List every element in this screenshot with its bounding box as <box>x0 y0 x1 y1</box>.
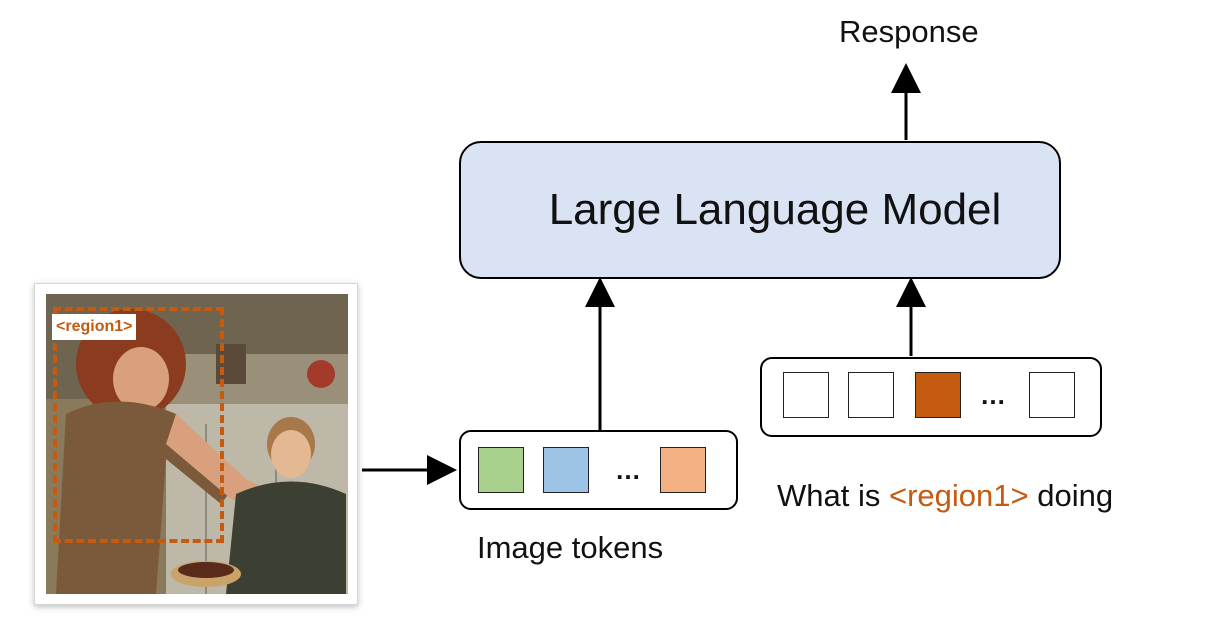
image-tokens-label: Image tokens <box>477 530 664 565</box>
llm-label-wrapper: Large Language Model <box>459 141 1061 279</box>
text-token-ellipsis: … <box>980 380 1006 410</box>
input-image <box>46 294 348 594</box>
question-prefix: What is <box>777 478 889 513</box>
text-token-1 <box>783 372 829 418</box>
image-token-ellipsis: … <box>615 455 641 485</box>
llm-box <box>459 141 1061 279</box>
image-token-green <box>478 447 524 493</box>
region1-dashed-box <box>53 307 224 543</box>
question-label: What is <region1> doing <box>777 478 1113 514</box>
image-token-orange <box>660 447 706 493</box>
text-token-last <box>1029 372 1075 418</box>
text-token-region <box>915 372 961 418</box>
question-suffix: doing <box>1028 478 1114 513</box>
llm-label: Large Language Model <box>548 185 1002 234</box>
question-region-ref: <region1> <box>888 478 1029 513</box>
image-token-blue <box>543 447 589 493</box>
red-jar <box>307 360 335 388</box>
response-label: Response <box>839 14 979 49</box>
boy-face <box>271 430 311 478</box>
text-token-2 <box>848 372 894 418</box>
boy-jacket <box>226 481 346 594</box>
woman-face <box>113 347 169 411</box>
region1-tag: <region1> <box>52 314 137 340</box>
